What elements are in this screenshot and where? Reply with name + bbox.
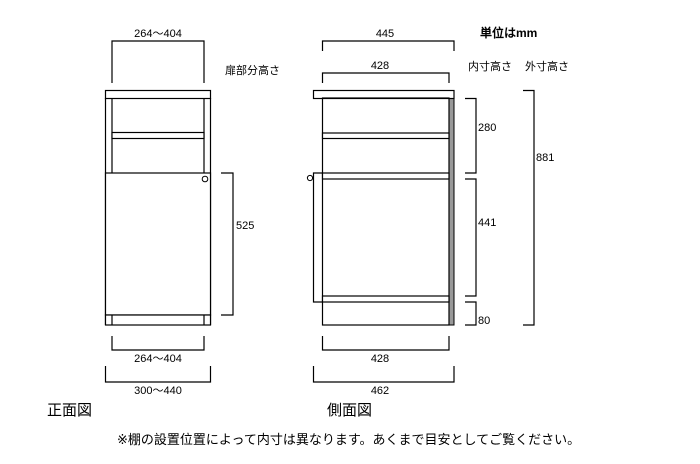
side-shelf-upper (321, 132, 450, 140)
side-shelf-middle (321, 172, 450, 180)
dim-top-depth: 445 (376, 28, 394, 40)
unit-label: 単位はmm (480, 25, 537, 40)
dim-upper-inner: 280 (478, 122, 496, 134)
outer-height-label: 外寸高さ (525, 59, 569, 73)
front-shelf (111, 131, 205, 140)
dim-bottom-outer-depth: 462 (371, 385, 389, 397)
dim-lower-inner: 441 (478, 217, 496, 229)
front-base (104, 314, 212, 326)
side-body (321, 97, 450, 326)
dim-outer-width: 300〜440 (134, 385, 182, 397)
side-shelf-bottom (321, 295, 450, 303)
dim-base: 80 (478, 315, 490, 327)
dim-outer-height-bracket (523, 89, 535, 326)
side-door-knob (306, 174, 314, 182)
dim-inner-width: 264〜404 (134, 353, 182, 365)
dim-bottom-inner-depth: 428 (371, 353, 389, 365)
front-view-title: 正面図 (47, 402, 92, 419)
dim-bottom-inner-bracket (321, 336, 450, 351)
dim-inner-depth-bracket (321, 72, 450, 83)
dim-inner-depth-top: 428 (371, 60, 389, 72)
inner-height-label: 内寸高さ (468, 59, 512, 73)
front-top-board (104, 89, 212, 100)
door-knob (201, 175, 209, 183)
dim-top-depth-bracket (321, 40, 455, 51)
door-height-label: 扉部分高さ (225, 63, 280, 77)
dim-inner-width-bracket (111, 336, 205, 351)
dim-base-bracket (465, 301, 477, 326)
dim-bottom-outer-bracket (312, 366, 455, 383)
dim-lower-bracket (465, 178, 477, 297)
side-top-board (312, 89, 455, 100)
dim-upper-bracket (465, 97, 477, 174)
side-view-title: 側面図 (327, 402, 372, 419)
dim-top-width-bracket (111, 40, 205, 83)
footnote: ※棚の設置位置によって内寸は異なります。あくまで目安としてご覧ください。 (117, 432, 580, 447)
back-panel (448, 97, 455, 326)
front-door (104, 172, 212, 316)
side-door-outline (312, 172, 323, 303)
dim-door-height: 525 (236, 220, 254, 232)
dim-outer-width-bracket (104, 366, 212, 383)
front-view: 264〜404 扉部分高さ 525 264〜404 300〜440 正面図 (47, 28, 280, 419)
side-view: 445 428 単位はmm 内寸高さ 外寸高さ 280 441 80 881 4… (306, 25, 569, 419)
dim-top-width: 264〜404 (134, 28, 182, 40)
dim-door-height-bracket (221, 172, 234, 316)
dim-outer-height: 881 (536, 152, 554, 164)
